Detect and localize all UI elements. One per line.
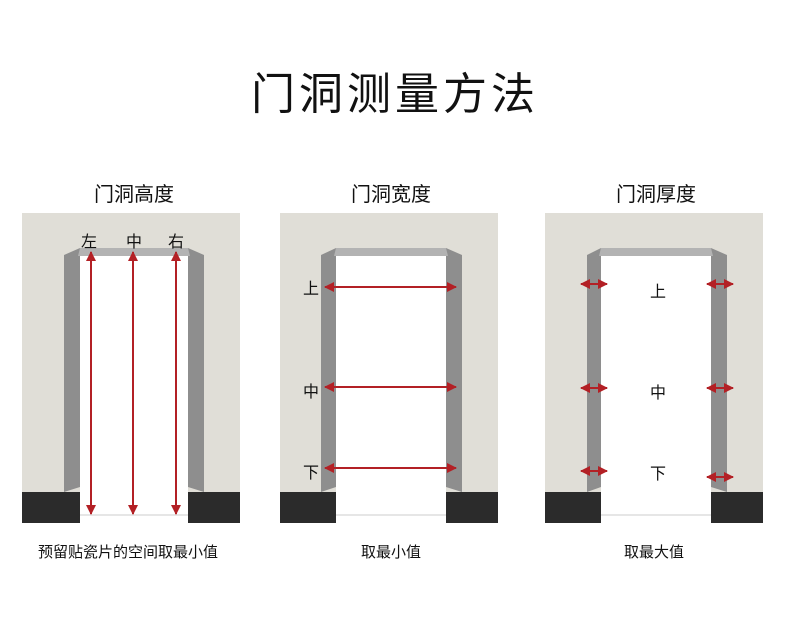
right-jamb	[446, 248, 462, 492]
label-bottom: 下	[650, 464, 667, 483]
left-baseboard	[280, 492, 336, 523]
left-jamb	[587, 248, 601, 492]
label-top: 上	[650, 282, 667, 301]
right-baseboard	[188, 492, 240, 523]
height-caption: 预留贴瓷片的空间取最小值	[37, 543, 218, 561]
label-middle: 中	[650, 383, 667, 402]
label-right: 右	[168, 232, 185, 251]
height-diagram	[22, 213, 240, 523]
thickness-caption: 取最大值	[623, 543, 684, 561]
thickness-diagram	[545, 213, 763, 523]
left-jamb	[321, 248, 336, 492]
thickness-panel-title: 门洞厚度	[616, 182, 696, 206]
left-jamb	[64, 248, 80, 492]
right-baseboard	[446, 492, 498, 523]
left-baseboard	[545, 492, 601, 523]
label-bottom: 下	[303, 463, 320, 482]
door-opening	[601, 248, 711, 523]
top-jamb	[334, 248, 448, 256]
width-diagram	[280, 213, 498, 523]
right-jamb	[711, 248, 727, 492]
height-panel-title: 门洞高度	[94, 182, 174, 206]
right-jamb	[188, 248, 204, 492]
label-middle: 中	[303, 382, 320, 401]
page-title: 门洞测量方法	[251, 69, 539, 120]
door-opening	[336, 248, 446, 523]
width-caption: 取最小值	[360, 543, 421, 561]
label-top: 上	[303, 279, 320, 298]
label-left: 左	[81, 232, 98, 251]
width-panel-title: 门洞宽度	[351, 182, 431, 206]
left-baseboard	[22, 492, 80, 523]
label-middle: 中	[126, 232, 143, 251]
right-baseboard	[711, 492, 763, 523]
top-jamb	[599, 248, 713, 256]
